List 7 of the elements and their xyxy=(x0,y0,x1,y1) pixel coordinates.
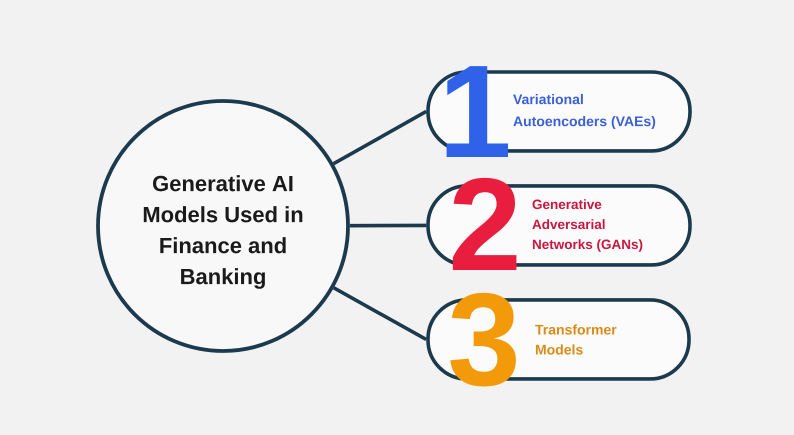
circle-node: Generative AI Models Used in Finance and Banking xyxy=(96,99,350,353)
connector-line xyxy=(332,110,428,166)
big-number: 2 xyxy=(452,178,516,270)
connector-line xyxy=(332,286,428,342)
big-number: 1 xyxy=(446,66,508,157)
big-number: 3 xyxy=(450,292,516,386)
connector-line xyxy=(350,224,426,228)
